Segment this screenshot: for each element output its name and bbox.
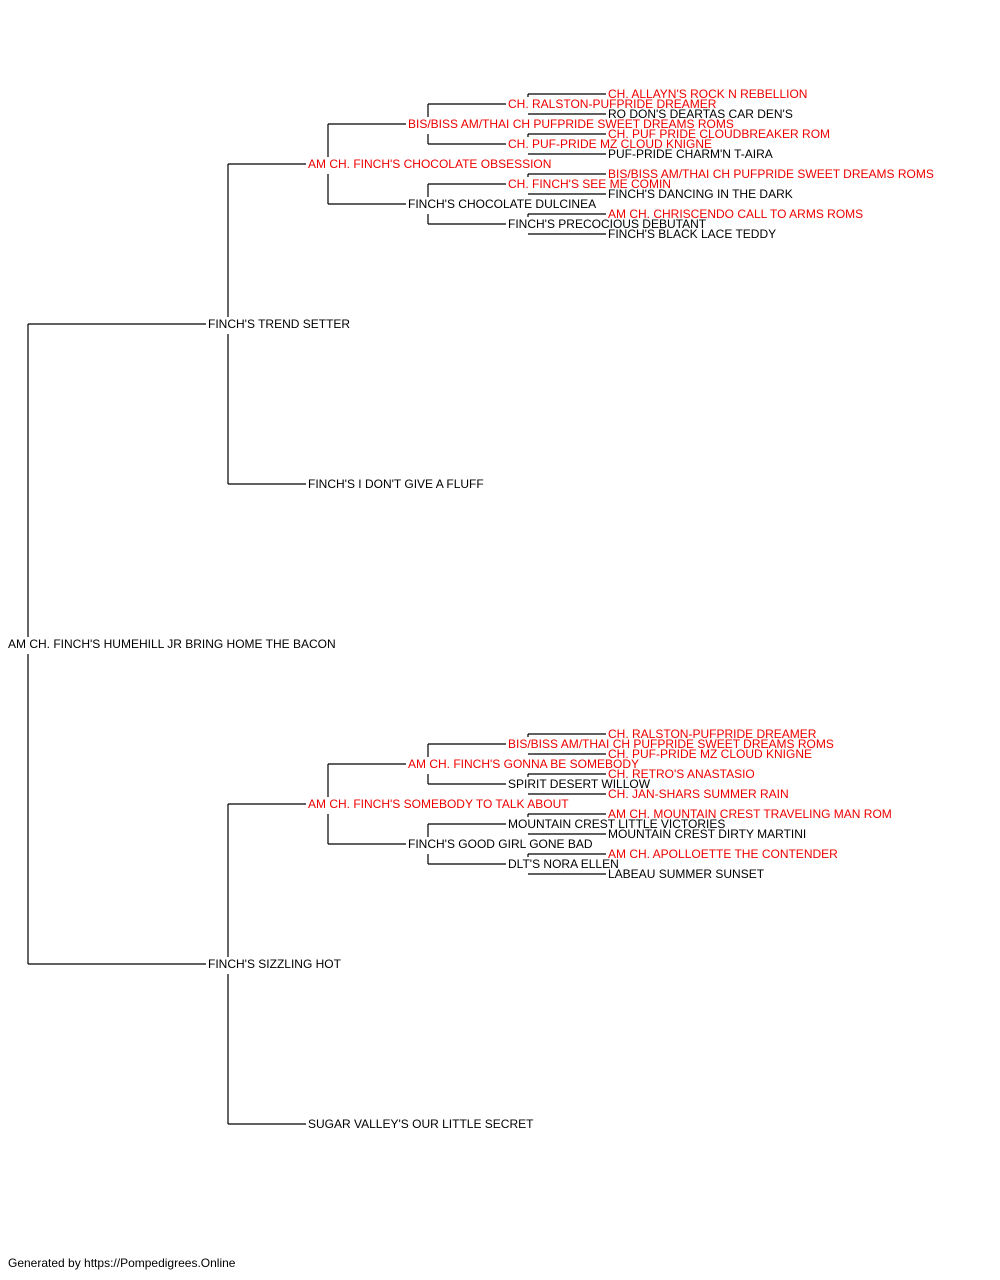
- ancestor-name: DLT'S NORA ELLEN: [508, 857, 619, 871]
- ancestor-name: AM CH. CHRISCENDO CALL TO ARMS ROMS: [608, 207, 863, 221]
- ancestor-name: AM CH. MOUNTAIN CREST TRAVELING MAN ROM: [608, 807, 892, 821]
- ancestor-name: MOUNTAIN CREST DIRTY MARTINI: [608, 827, 806, 841]
- ancestor-name: AM CH. FINCH'S SOMEBODY TO TALK ABOUT: [308, 797, 569, 811]
- ancestor-name: SPIRIT DESERT WILLOW: [508, 777, 651, 791]
- ancestor-name: LABEAU SUMMER SUNSET: [608, 867, 765, 881]
- ancestor-name: CH. PUF PRIDE CLOUDBREAKER ROM: [608, 127, 830, 141]
- ancestor-name: FINCH'S GOOD GIRL GONE BAD: [408, 837, 593, 851]
- ancestor-name: FINCH'S DANCING IN THE DARK: [608, 187, 793, 201]
- ancestor-name: CH. RALSTON-PUFPRIDE DREAMER: [608, 727, 817, 741]
- ancestor-name: AM CH. APOLLOETTE THE CONTENDER: [608, 847, 838, 861]
- pedigree-tree: AM CH. FINCH'S HUMEHILL JR BRING HOME TH…: [8, 87, 934, 1131]
- ancestor-name: AM CH. FINCH'S CHOCOLATE OBSESSION: [308, 157, 551, 171]
- ancestor-name: CH. PUF-PRIDE MZ CLOUD KNIGNE: [608, 747, 812, 761]
- ancestor-name: BIS/BISS AM/THAI CH PUFPRIDE SWEET DREAM…: [508, 737, 834, 751]
- ancestor-name: RO DON'S DEARTAS CAR DEN'S: [608, 107, 793, 121]
- ancestor-name: FINCH'S SIZZLING HOT: [208, 957, 342, 971]
- ancestor-name: CH. RALSTON-PUFPRIDE DREAMER: [508, 97, 717, 111]
- ancestor-name: BIS/BISS AM/THAI CH PUFPRIDE SWEET DREAM…: [408, 117, 734, 131]
- ancestor-name: CH. RETRO'S ANASTASIO: [608, 767, 755, 781]
- ancestor-name: CH. JAN-SHARS SUMMER RAIN: [608, 787, 789, 801]
- subject-name: AM CH. FINCH'S HUMEHILL JR BRING HOME TH…: [8, 637, 336, 651]
- ancestor-name: FINCH'S PRECOCIOUS DEBUTANT: [508, 217, 707, 231]
- ancestor-name: AM CH. FINCH'S GONNA BE SOMEBODY: [408, 757, 639, 771]
- ancestor-name: FINCH'S I DON'T GIVE A FLUFF: [308, 477, 484, 491]
- ancestor-name: CH. PUF-PRIDE MZ CLOUD KNIGNE: [508, 137, 712, 151]
- ancestor-name: SUGAR VALLEY'S OUR LITTLE SECRET: [308, 1117, 534, 1131]
- ancestor-name: MOUNTAIN CREST LITTLE VICTORIES: [508, 817, 725, 831]
- ancestor-name: CH. FINCH'S SEE ME COMIN: [508, 177, 671, 191]
- ancestor-name: BIS/BISS AM/THAI CH PUFPRIDE SWEET DREAM…: [608, 167, 934, 181]
- ancestor-name: FINCH'S CHOCOLATE DULCINEA: [408, 197, 596, 211]
- ancestor-name: CH. ALLAYN'S ROCK N REBELLION: [608, 87, 807, 101]
- ancestor-name: FINCH'S BLACK LACE TEDDY: [608, 227, 776, 241]
- ancestor-name: PUF-PRIDE CHARM'N T-AIRA: [608, 147, 773, 161]
- generator-credit: Generated by https://Pompedigrees.Online: [8, 1256, 236, 1270]
- ancestor-name: FINCH'S TREND SETTER: [208, 317, 350, 331]
